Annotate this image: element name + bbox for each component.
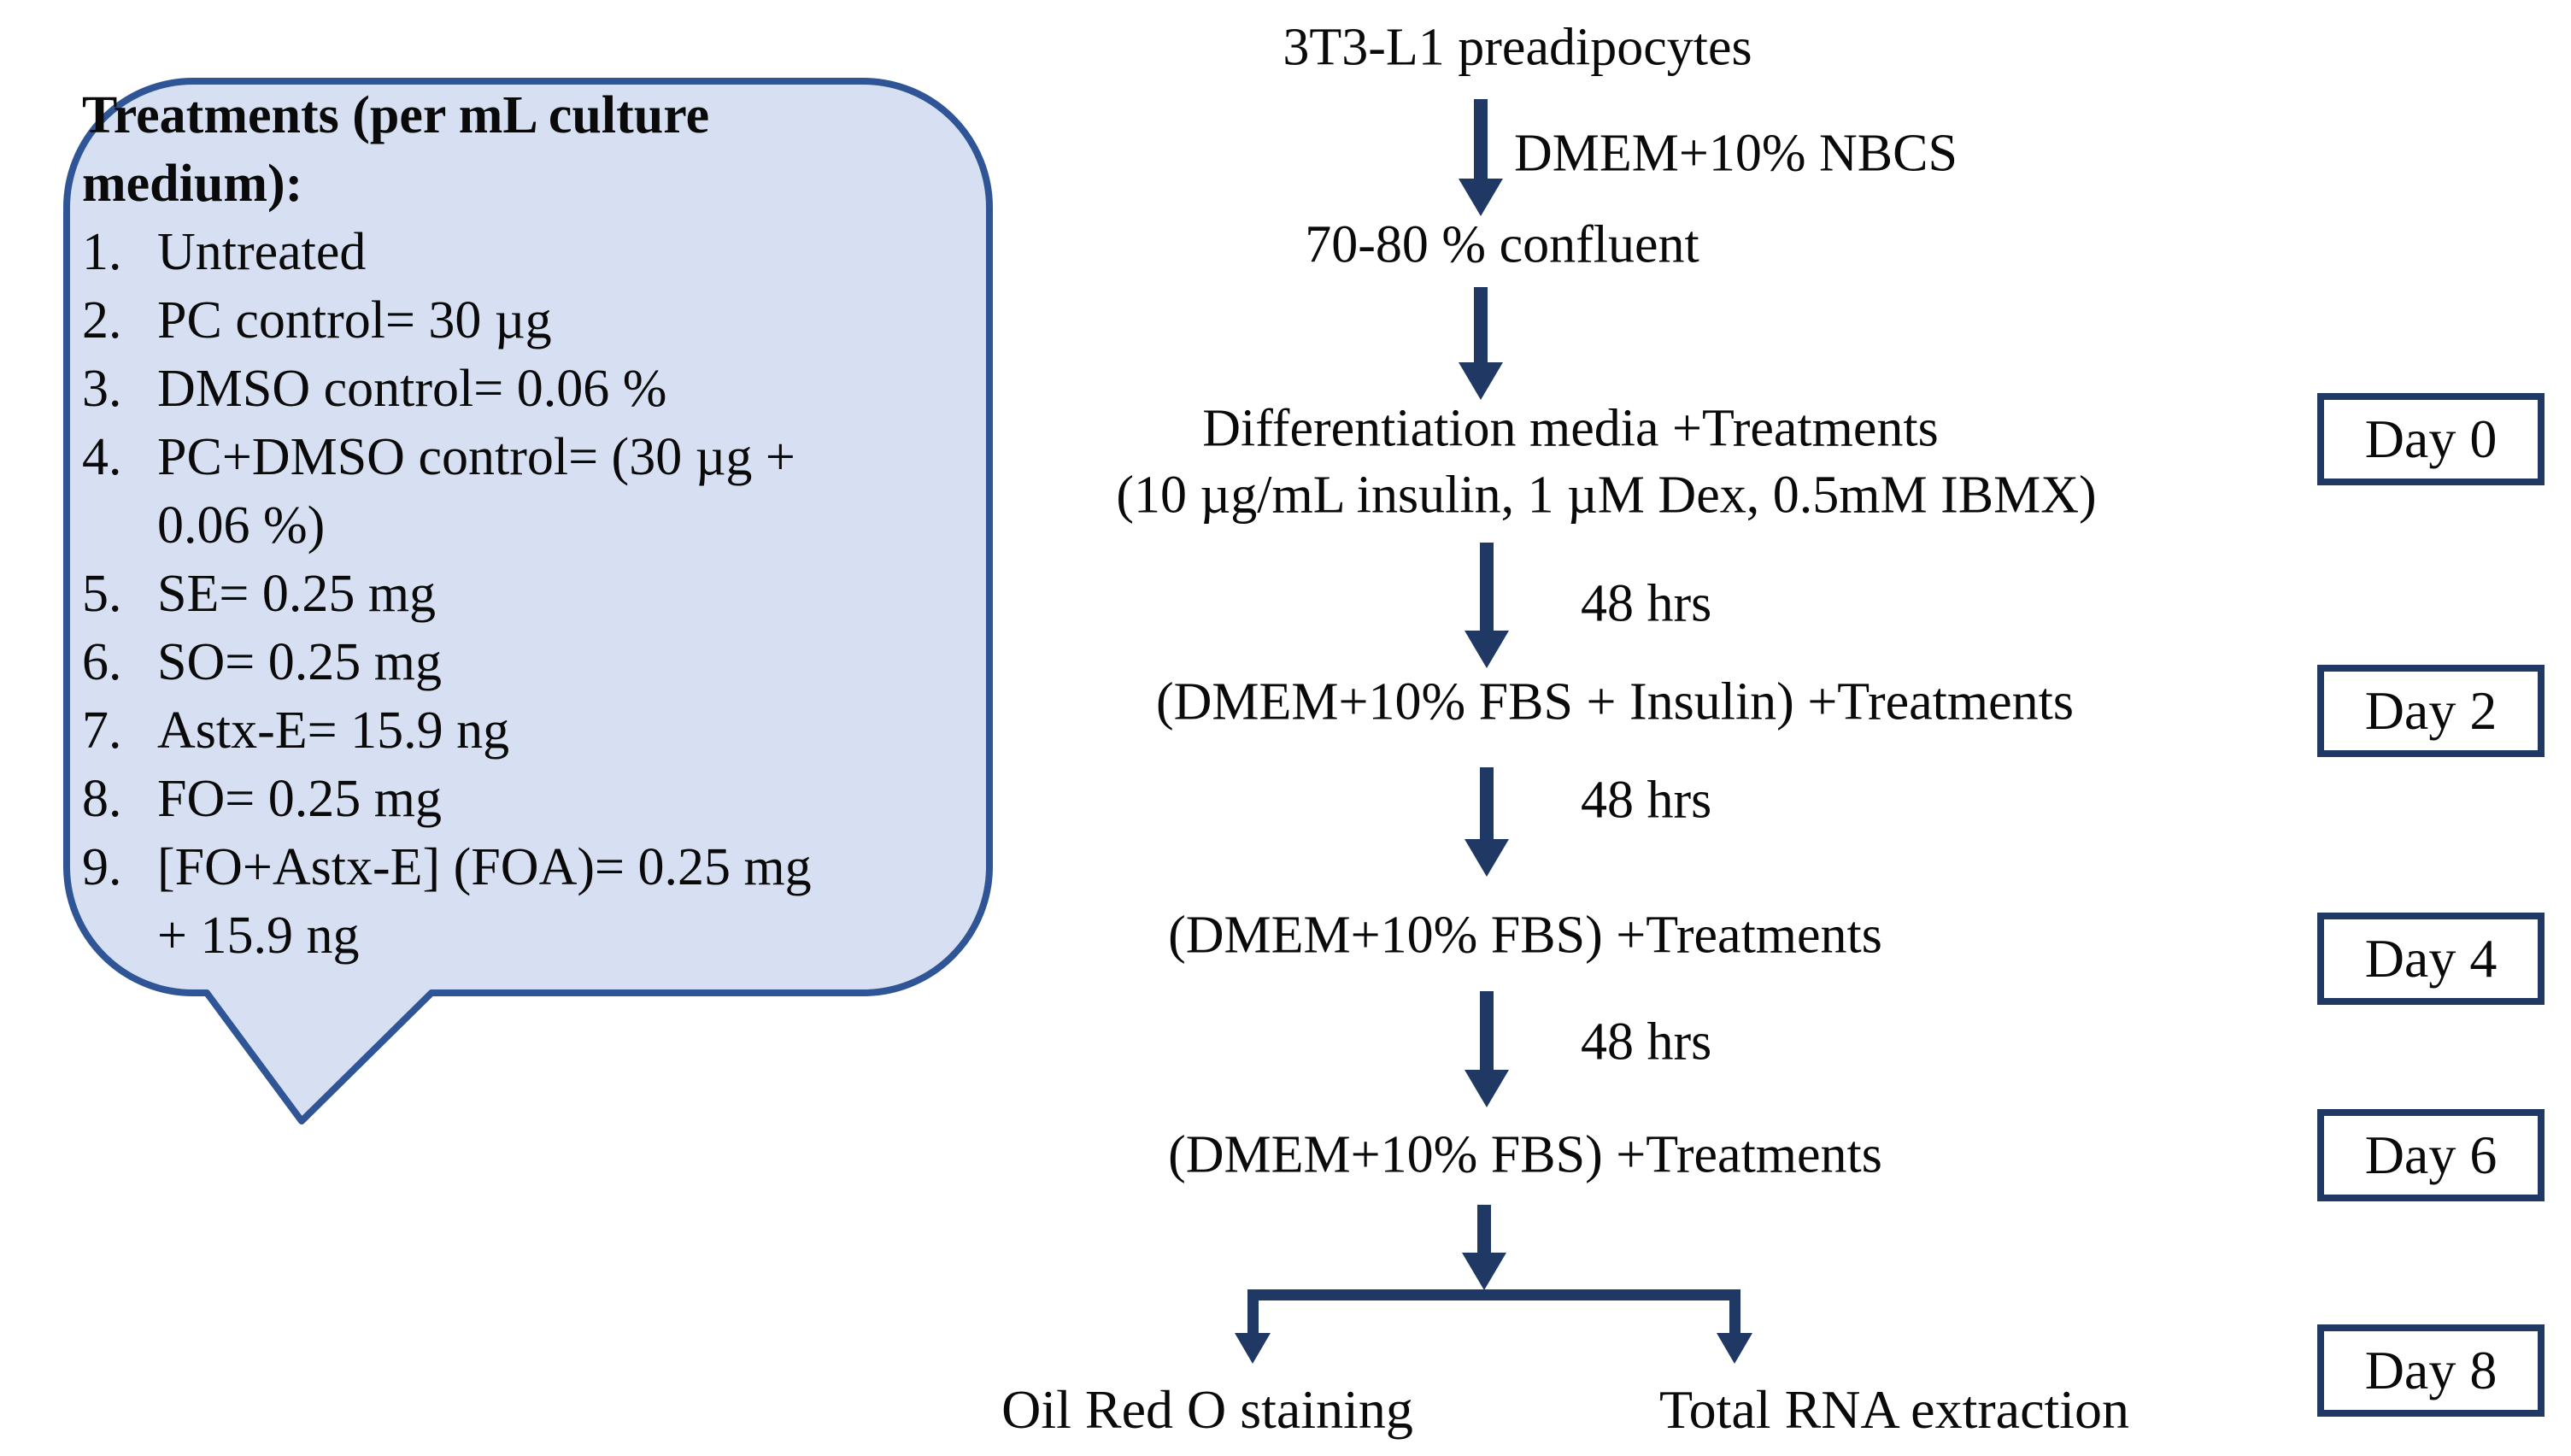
treatment-item: 4. PC+DMSO control= (30 µg + 0.06 %) bbox=[82, 423, 945, 560]
item-number: 6. bbox=[82, 633, 122, 691]
treatment-item: 9. [FO+Astx-E] (FOA)= 0.25 mg + 15.9 ng bbox=[82, 833, 945, 970]
arrow-label-48hrs: 48 hrs bbox=[1581, 1013, 1712, 1071]
item-number: 5. bbox=[82, 565, 122, 623]
item-text: FO= 0.25 mg bbox=[157, 765, 945, 833]
item-text-line: PC control= 30 µg bbox=[157, 291, 552, 349]
down-arrow bbox=[1462, 1205, 1506, 1290]
treatment-item: 3. DMSO control= 0.06 % bbox=[82, 355, 945, 423]
arrow-shaft bbox=[1474, 99, 1488, 179]
arrowhead-down-icon bbox=[1459, 179, 1503, 216]
item-text-line: SE= 0.25 mg bbox=[157, 565, 437, 623]
arrow-shaft bbox=[1480, 991, 1494, 1070]
arrow-shaft bbox=[1477, 1205, 1491, 1253]
flow-node-diff-media: Differentiation media +Treatments bbox=[1202, 399, 1939, 458]
flow-node-diff-media-detail: (10 µg/mL insulin, 1 µM Dex, 0.5mM IBMX) bbox=[1116, 466, 2097, 525]
arrowhead-down-icon bbox=[1465, 1070, 1509, 1107]
down-arrow bbox=[1465, 543, 1509, 668]
branch-arrow-left bbox=[1235, 1289, 1271, 1364]
arrow-label-48hrs: 48 hrs bbox=[1581, 574, 1712, 633]
arrowhead-down-icon bbox=[1235, 1333, 1271, 1364]
down-arrow bbox=[1465, 991, 1509, 1107]
item-text: DMSO control= 0.06 % bbox=[157, 355, 945, 423]
treatments-list: 1. Untreated 2. PC control= 30 µg 3. DMSO con… bbox=[82, 218, 945, 970]
treatments-callout: Treatments (per mL culture medium): 1. Un… bbox=[82, 81, 945, 970]
treatment-item: 5. SE= 0.25 mg bbox=[82, 560, 945, 628]
item-text-line: Untreated bbox=[157, 223, 367, 281]
outcome-oil-red-o: Oil Red O staining bbox=[1001, 1379, 1413, 1440]
item-text: [FO+Astx-E] (FOA)= 0.25 mg + 15.9 ng bbox=[157, 833, 945, 970]
treatment-item: 7. Astx-E= 15.9 ng bbox=[82, 696, 945, 765]
arrow-shaft bbox=[1480, 767, 1494, 839]
item-text-line: PC+DMSO control= (30 µg + bbox=[157, 428, 795, 486]
branch-arrow-right bbox=[1717, 1289, 1752, 1364]
item-text-line: SO= 0.25 mg bbox=[157, 633, 442, 691]
treatment-item: 1. Untreated bbox=[82, 218, 945, 286]
item-number: 4. bbox=[82, 428, 122, 486]
item-text-line: DMSO control= 0.06 % bbox=[157, 360, 667, 418]
item-number: 9. bbox=[82, 838, 122, 896]
branch-bracket-bar bbox=[1247, 1289, 1740, 1300]
item-number: 3. bbox=[82, 360, 122, 418]
down-arrow bbox=[1459, 99, 1503, 216]
treatment-item: 6. SO= 0.25 mg bbox=[82, 628, 945, 696]
flow-node-preadipocytes: 3T3-L1 preadipocytes bbox=[1283, 18, 1752, 77]
item-text: SO= 0.25 mg bbox=[157, 628, 945, 696]
item-text: SE= 0.25 mg bbox=[157, 560, 945, 628]
item-number: 2. bbox=[82, 291, 122, 349]
arrow-shaft bbox=[1480, 543, 1494, 631]
item-text-line: [FO+Astx-E] (FOA)= 0.25 mg bbox=[157, 838, 812, 896]
item-number: 8. bbox=[82, 770, 122, 828]
arrow-label-48hrs: 48 hrs bbox=[1581, 771, 1712, 830]
item-text-line: + 15.9 ng bbox=[157, 907, 360, 965]
flow-node-fbs-2: (DMEM+10% FBS) +Treatments bbox=[1168, 1125, 1882, 1184]
item-text-line: Astx-E= 15.9 ng bbox=[157, 702, 510, 760]
arrowhead-down-icon bbox=[1465, 839, 1509, 877]
item-text: PC+DMSO control= (30 µg + 0.06 %) bbox=[157, 423, 945, 560]
down-arrow bbox=[1465, 767, 1509, 877]
day-badge: Day 4 bbox=[2317, 913, 2545, 1005]
arrow-shaft bbox=[1729, 1289, 1740, 1333]
flow-node-confluent: 70-80 % confluent bbox=[1305, 215, 1699, 274]
arrow-shaft bbox=[1474, 287, 1488, 362]
flow-node-fbs-insulin: (DMEM+10% FBS + Insulin) +Treatments bbox=[1156, 672, 2074, 731]
item-number: 1. bbox=[82, 223, 122, 281]
arrowhead-down-icon bbox=[1459, 362, 1503, 400]
speech-bubble-outline bbox=[63, 78, 993, 1124]
treatments-title-line2: medium): bbox=[82, 155, 303, 213]
arrowhead-down-icon bbox=[1462, 1253, 1506, 1290]
day-badge: Day 8 bbox=[2317, 1324, 2545, 1417]
arrow-label-nbcs: DMEM+10% NBCS bbox=[1514, 124, 1958, 183]
day-badge: Day 6 bbox=[2317, 1109, 2545, 1201]
arrowhead-down-icon bbox=[1465, 631, 1509, 668]
item-text: Astx-E= 15.9 ng bbox=[157, 696, 945, 765]
flow-node-fbs-1: (DMEM+10% FBS) +Treatments bbox=[1168, 906, 1882, 965]
treatments-title-line1: Treatments (per mL culture bbox=[82, 86, 710, 144]
item-text: Untreated bbox=[157, 218, 945, 286]
item-text-line: FO= 0.25 mg bbox=[157, 770, 442, 828]
treatment-item: 8. FO= 0.25 mg bbox=[82, 765, 945, 833]
down-arrow bbox=[1459, 287, 1503, 400]
arrow-shaft bbox=[1247, 1289, 1259, 1333]
arrowhead-down-icon bbox=[1717, 1333, 1752, 1364]
day-badge: Day 0 bbox=[2317, 393, 2545, 485]
outcome-rna: Total RNA extraction bbox=[1658, 1379, 2130, 1440]
item-text: PC control= 30 µg bbox=[157, 286, 945, 355]
day-badge: Day 2 bbox=[2317, 665, 2545, 757]
treatment-item: 2. PC control= 30 µg bbox=[82, 286, 945, 355]
item-number: 7. bbox=[82, 702, 122, 760]
item-text-line: 0.06 %) bbox=[157, 496, 326, 555]
